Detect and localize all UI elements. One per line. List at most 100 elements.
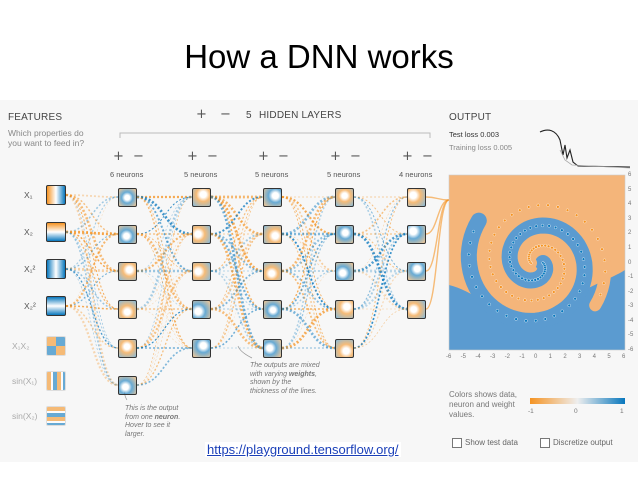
x-axis-tick: 6 <box>622 354 626 360</box>
y-axis-tick: -1 <box>628 274 634 281</box>
test-loss: Test loss 0.003 <box>449 130 500 139</box>
neuron-layer-4-5[interactable] <box>335 339 354 358</box>
x1x2-feature-label: X₁X₂ <box>12 341 30 351</box>
training-loss: Training loss 0.005 <box>449 143 513 152</box>
add-layer-button[interactable]: + <box>196 107 207 122</box>
legend-text: Colors shows data, neuron and weight val… <box>449 390 518 419</box>
x-axis-tick: 4 <box>592 354 596 360</box>
neuron-layer-5-2[interactable] <box>407 225 426 244</box>
remove-neuron-button-layer-1[interactable]: − <box>133 149 144 164</box>
weights-note: The outputs are mixed with varying weigh… <box>250 362 320 395</box>
neuron-layer-1-4[interactable] <box>118 300 137 319</box>
y-axis-tick: -4 <box>628 317 634 324</box>
legend-tick: -1 <box>528 408 534 415</box>
add-neuron-button-layer-4[interactable]: + <box>330 149 341 164</box>
sin-x2-feature-label: sin(X₂) <box>12 411 38 421</box>
y-axis-tick: 3 <box>628 215 632 222</box>
x-axis-tick: 0 <box>534 354 538 360</box>
hidden-layers-label: HIDDEN LAYERS <box>259 110 342 121</box>
x-axis-tick: 2 <box>563 354 567 360</box>
neuron-layer-3-1[interactable] <box>263 188 282 207</box>
neuron-layer-2-2[interactable] <box>192 225 211 244</box>
features-subtitle: Which properties do you want to feed in? <box>8 128 85 148</box>
y-axis-tick: 0 <box>628 259 632 266</box>
neuron-layer-3-5[interactable] <box>263 339 282 358</box>
neuron-layer-4-2[interactable] <box>335 225 354 244</box>
x-axis-tick: 3 <box>578 354 582 360</box>
neuron-layer-1-6[interactable] <box>118 376 137 395</box>
y-axis-tick: -6 <box>628 347 634 353</box>
neuron-layer-4-3[interactable] <box>335 262 354 281</box>
y-axis-tick: 2 <box>628 230 632 237</box>
x-axis-tick: -2 <box>504 354 510 360</box>
y-axis-tick: 6 <box>628 172 632 178</box>
layer-1-neuron-count: 6 neurons <box>110 170 144 179</box>
y-axis-tick: -5 <box>628 332 634 339</box>
layer-4-neuron-count: 5 neurons <box>327 170 361 179</box>
features-title: FEATURES <box>8 112 63 123</box>
discretize-output-checkbox[interactable] <box>540 438 550 448</box>
neuron-note: This is the output from one neuron. Hove… <box>125 405 181 438</box>
layer-2-neuron-count: 5 neurons <box>184 170 218 179</box>
sin-x1-feature-label: sin(X₁) <box>12 376 38 386</box>
remove-neuron-button-layer-5[interactable]: − <box>422 149 433 164</box>
remove-layer-button[interactable]: − <box>220 107 231 122</box>
x2-feature-node[interactable] <box>46 222 66 242</box>
neuron-layer-2-4[interactable] <box>192 300 211 319</box>
y-axis-tick: 4 <box>628 201 632 208</box>
sin-x2-feature-node[interactable] <box>46 406 66 426</box>
neuron-layer-3-2[interactable] <box>263 225 282 244</box>
y-axis-tick: 5 <box>628 186 632 193</box>
hidden-layer-count: 5 <box>246 110 252 121</box>
neuron-layer-5-3[interactable] <box>407 262 426 281</box>
x1-squared-feature-node[interactable] <box>46 259 66 279</box>
x1-squared-feature-label: X₁² <box>24 264 36 274</box>
remove-neuron-button-layer-4[interactable]: − <box>350 149 361 164</box>
output-title: OUTPUT <box>449 112 492 123</box>
slide-title: How a DNN works <box>184 38 454 75</box>
x-axis-tick: -4 <box>475 354 481 360</box>
neuron-layer-5-4[interactable] <box>407 300 426 319</box>
neuron-layer-1-1[interactable] <box>118 188 137 207</box>
x1x2-feature-node[interactable] <box>46 336 66 356</box>
legend-tick: 0 <box>574 408 578 415</box>
neuron-layer-5-1[interactable] <box>407 188 426 207</box>
x-axis-tick: -3 <box>490 354 496 360</box>
remove-neuron-button-layer-2[interactable]: − <box>207 149 218 164</box>
legend-tick: 1 <box>620 408 624 415</box>
remove-neuron-button-layer-3[interactable]: − <box>278 149 289 164</box>
neuron-layer-1-3[interactable] <box>118 262 137 281</box>
y-axis-tick: -2 <box>628 288 634 295</box>
neuron-layer-2-1[interactable] <box>192 188 211 207</box>
discretize-output-label: Discretize output <box>553 438 613 447</box>
color-legend-bar <box>530 398 625 404</box>
y-axis-tick: 1 <box>628 244 632 251</box>
neuron-layer-2-5[interactable] <box>192 339 211 358</box>
neuron-layer-4-1[interactable] <box>335 188 354 207</box>
neuron-layer-1-2[interactable] <box>118 225 137 244</box>
neuron-layer-3-4[interactable] <box>263 300 282 319</box>
layer-5-neuron-count: 4 neurons <box>399 170 433 179</box>
neuron-layer-1-5[interactable] <box>118 339 137 358</box>
x1-feature-node[interactable] <box>46 185 66 205</box>
add-neuron-button-layer-3[interactable]: + <box>258 149 269 164</box>
add-neuron-button-layer-1[interactable]: + <box>113 149 124 164</box>
x-axis-tick: 1 <box>548 354 552 360</box>
x2-feature-label: X₂ <box>24 227 33 237</box>
x-axis-tick: -1 <box>519 354 525 360</box>
neuron-layer-4-4[interactable] <box>335 300 354 319</box>
x2-squared-feature-label: X₂² <box>24 301 36 311</box>
playground-link[interactable]: https://playground.tensorflow.org/ <box>205 442 401 457</box>
neuron-layer-3-3[interactable] <box>263 262 282 281</box>
add-neuron-button-layer-2[interactable]: + <box>187 149 198 164</box>
neuron-layer-2-3[interactable] <box>192 262 211 281</box>
sin-x1-feature-node[interactable] <box>46 371 66 391</box>
x2-squared-feature-node[interactable] <box>46 296 66 316</box>
x-axis-tick: 5 <box>607 354 611 360</box>
layer-3-neuron-count: 5 neurons <box>255 170 289 179</box>
show-test-data-checkbox[interactable] <box>452 438 462 448</box>
y-axis-tick: -3 <box>628 303 634 310</box>
add-neuron-button-layer-5[interactable]: + <box>402 149 413 164</box>
x-axis-tick: -6 <box>446 354 452 360</box>
